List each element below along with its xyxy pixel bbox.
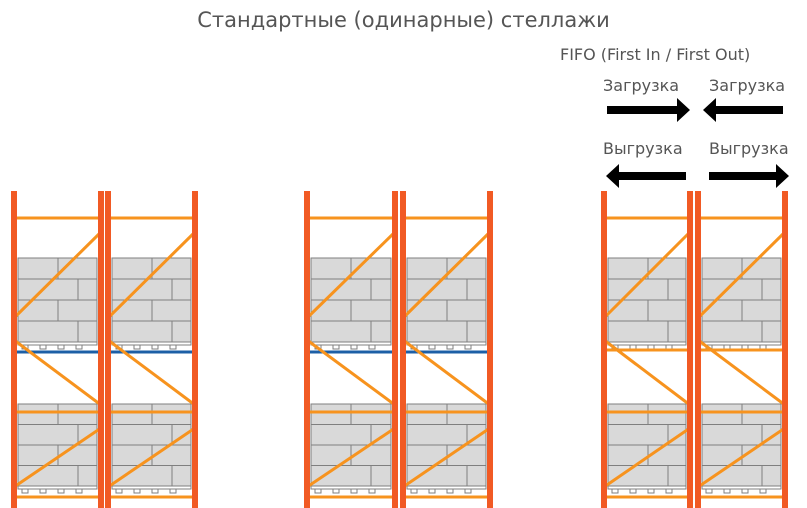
pallet-block [410, 488, 418, 494]
brace-lower [697, 426, 786, 489]
pallet-top-3-a-upper [607, 341, 687, 346]
racks-group [11, 191, 788, 508]
pallet-block [759, 488, 767, 494]
pallet-block [169, 344, 177, 350]
brace-upper [106, 230, 197, 320]
upright-post [192, 191, 198, 508]
pallet-block [629, 488, 637, 494]
pallet-block [133, 488, 141, 494]
brace-upper [696, 230, 787, 320]
brace-middle [402, 338, 491, 407]
upright-post [304, 191, 310, 508]
pallet-block [629, 344, 637, 350]
pallet-block [705, 488, 713, 494]
pallet-block [723, 488, 731, 494]
brace-middle [697, 338, 786, 407]
pallet-block [314, 488, 322, 494]
load-arrow-left [703, 98, 783, 122]
brace-upper [401, 230, 492, 320]
brace-upper [12, 230, 103, 320]
pallet-top-3-a-lower [607, 485, 687, 490]
pallet-block [133, 344, 141, 350]
pallet-block [169, 488, 177, 494]
pallet-block [39, 488, 47, 494]
brace-lower [306, 426, 396, 489]
load-arrow-right [607, 98, 690, 122]
pallet-block [39, 344, 47, 350]
brace-upper [602, 230, 692, 320]
brace-lower [603, 426, 691, 489]
diagram-title: Стандартные (одинарные) стеллажи [197, 8, 610, 32]
upright-post [98, 191, 104, 508]
pallet-block [464, 488, 472, 494]
unload-label-right: Выгрузка [709, 139, 789, 158]
brace-lower [107, 426, 196, 489]
rack-3 [601, 191, 788, 508]
load-label-left: Загрузка [603, 76, 680, 95]
brace-lower [402, 426, 491, 489]
upright-post [487, 191, 493, 508]
upright-post [392, 191, 398, 508]
pallet-block [428, 344, 436, 350]
pallet-block [446, 488, 454, 494]
pallet-block [464, 344, 472, 350]
fifo-caption: FIFO (First In / First Out) [560, 45, 751, 64]
brace-middle [107, 338, 196, 407]
upright-post [782, 191, 788, 508]
brace-middle [603, 338, 691, 407]
upright-post [105, 191, 111, 508]
pallet-block [350, 488, 358, 494]
pallet-block [57, 344, 65, 350]
load-label-right: Загрузка [709, 76, 786, 95]
pallet-block [446, 344, 454, 350]
pallet-block [723, 344, 731, 350]
upright-post [400, 191, 406, 508]
pallet-block [741, 488, 749, 494]
unload-arrow-right [709, 164, 789, 188]
flow-arrows [606, 98, 789, 188]
pallet-block [647, 488, 655, 494]
brace-middle [306, 338, 396, 407]
pallet-block [151, 488, 159, 494]
rack-2 [304, 191, 493, 508]
brace-middle [13, 338, 102, 407]
unload-arrow-left [606, 164, 686, 188]
upright-post [601, 191, 607, 508]
unload-label-left: Выгрузка [603, 139, 683, 158]
pallet-block [332, 344, 340, 350]
pallet-block [332, 488, 340, 494]
upright-post [695, 191, 701, 508]
pallet-block [368, 488, 376, 494]
pallet-block [350, 344, 358, 350]
rack-1 [11, 191, 198, 508]
pallet-block [741, 344, 749, 350]
pallet-block [368, 344, 376, 350]
pallet-block [75, 344, 83, 350]
pallet-block [21, 488, 29, 494]
upright-post [11, 191, 17, 508]
pallet-block [665, 488, 673, 494]
pallet-block [759, 344, 767, 350]
upright-post [687, 191, 693, 508]
pallet-block [647, 344, 655, 350]
pallet-block [115, 488, 123, 494]
pallet-block [611, 488, 619, 494]
pallet-block [665, 344, 673, 350]
pallet-block [75, 488, 83, 494]
brace-lower [13, 426, 102, 489]
brace-upper [305, 230, 397, 320]
pallet-block [151, 344, 159, 350]
pallet-block [57, 488, 65, 494]
pallet-block [428, 488, 436, 494]
